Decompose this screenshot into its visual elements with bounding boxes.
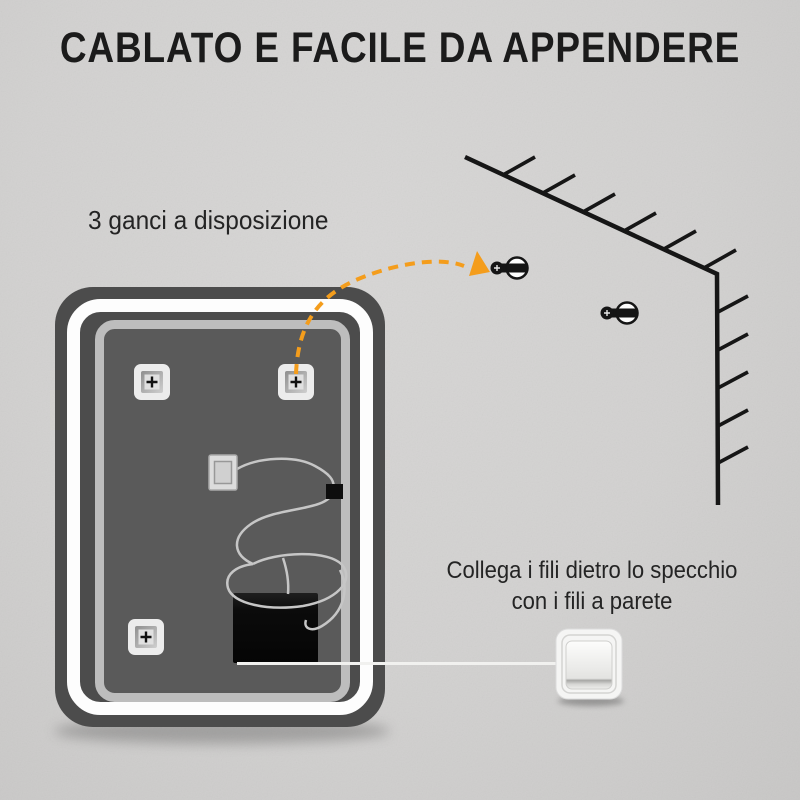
hook-plate-icon	[134, 364, 170, 400]
side-connector-icon	[326, 484, 343, 499]
dashed-curved-arrow-icon	[294, 251, 490, 375]
wiring-label-line1: Collega i fili dietro lo specchio	[446, 557, 738, 584]
screw-anchor-icon	[490, 256, 529, 280]
hooks-label: 3 ganci a disposizione	[88, 205, 329, 235]
hook-plates	[128, 364, 314, 655]
switch-rocker	[565, 640, 613, 690]
mirror-back	[55, 287, 385, 727]
wiring-label: Collega i fili dietro lo specchio con i …	[437, 555, 746, 617]
wiring-label-line2: con i fili a parete	[511, 588, 673, 615]
power-box-icon	[233, 593, 318, 663]
hook-plate-icon	[128, 619, 164, 655]
plus-icon	[146, 376, 158, 388]
wall-corner-hatch-icon	[464, 154, 749, 506]
wire-segment	[235, 491, 335, 566]
light-switch-icon	[555, 628, 624, 706]
wire-segment	[304, 569, 346, 631]
plus-icon	[290, 376, 302, 388]
hook-plate-icon	[278, 364, 314, 400]
page-title: CABLATO E FACILE DA APPENDERE	[59, 24, 741, 72]
triangle-arrowhead-icon	[469, 251, 490, 276]
wire-loop	[226, 552, 348, 609]
screw-anchor-icon	[600, 301, 639, 325]
led-ring	[67, 299, 373, 715]
wire-paths	[226, 457, 348, 631]
junction-plate-icon	[208, 454, 238, 491]
wire-segment	[236, 457, 335, 491]
wire-segment	[281, 557, 290, 595]
plus-icon	[140, 631, 152, 643]
wall-hatches	[502, 155, 749, 465]
